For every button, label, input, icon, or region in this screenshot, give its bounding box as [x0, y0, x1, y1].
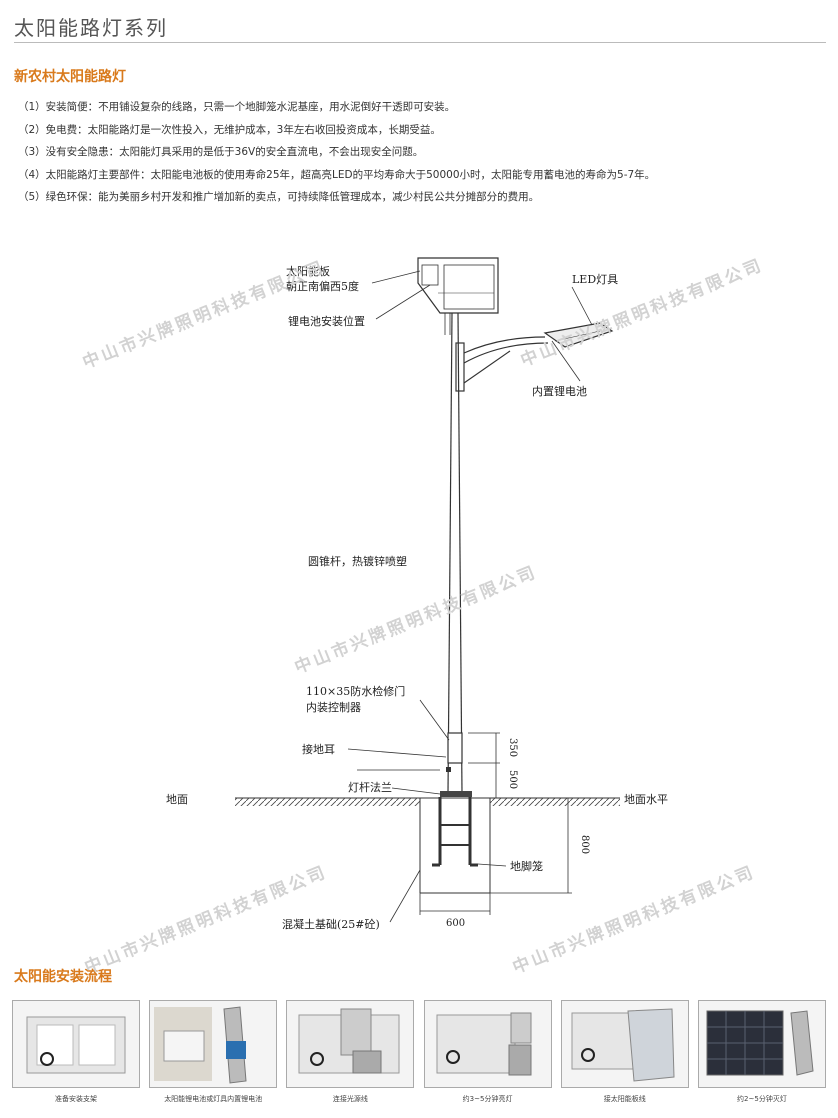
- step-caption: 准备安装支架: [55, 1095, 97, 1103]
- led-fixture: [543, 322, 614, 348]
- install-step: 准备安装支架: [12, 1000, 140, 1116]
- section-title-install-process: 太阳能安装流程: [14, 969, 112, 985]
- dim-800: 800: [579, 835, 590, 854]
- page-title: 太阳能路灯系列: [14, 16, 168, 40]
- step-caption: 接太阳能板线: [603, 1095, 646, 1103]
- dim-500: 500: [507, 770, 518, 789]
- label-foundation: 混凝土基础(25#砼): [282, 917, 380, 931]
- step-photo: [697, 1000, 826, 1088]
- access-door: [447, 732, 463, 764]
- label-builtin-battery: 内置锂电池: [532, 384, 587, 398]
- label-anchor-cage: 地脚笼: [510, 859, 543, 873]
- feature-item: （5）绿色环保：能为美丽乡村开发和推广增加新的卖点，可持续降低管理成本，减少村民…: [18, 191, 540, 203]
- label-panel-orientation: 朝正南偏西5度: [286, 279, 359, 293]
- install-step: 约2~5分钟灭灯: [697, 1000, 826, 1116]
- bracket-arm: [455, 336, 549, 392]
- feature-item: （3）没有安全隐患：太阳能灯具采用的是低于36V的安全直流电，不会出现安全问题。: [18, 146, 424, 158]
- feature-list: （1）安装简便：不用铺设复杂的线路，只需一个地脚笼水泥基座，用水泥倒好干透即可安…: [18, 96, 828, 209]
- step-photo: [12, 1000, 140, 1088]
- pole-flange: [440, 791, 472, 797]
- label-battery-position: 锂电池安装位置: [288, 314, 365, 328]
- dimension-lines: [419, 732, 572, 915]
- step-caption: 约2~5分钟灭灯: [737, 1095, 787, 1103]
- leader-lines: [347, 270, 593, 923]
- install-step: 太阳能锂电池或灯具内置锂电池: [149, 1000, 278, 1116]
- install-step: 接太阳能板线: [560, 1000, 689, 1116]
- ground-line: [235, 797, 620, 806]
- step-photo: [149, 1000, 278, 1088]
- label-pole: 圆锥杆，热镀锌喷塑: [308, 554, 407, 568]
- label-led-fixture: LED灯具: [572, 273, 618, 286]
- label-ground-ear: 接地耳: [302, 743, 335, 756]
- ground-ear-block: [446, 767, 451, 772]
- anchor-cage: [432, 797, 478, 867]
- pole: [444, 312, 463, 794]
- step-caption: 约3~5分钟亮灯: [462, 1095, 513, 1103]
- dim-600: 600: [446, 918, 465, 929]
- feature-item: （1）安装简便：不用铺设复杂的线路，只需一个地脚笼水泥基座，用水泥倒好干透即可安…: [18, 101, 456, 113]
- step-caption: 太阳能锂电池或灯具内置锂电池: [164, 1095, 263, 1103]
- install-step: 约3~5分钟亮灯: [423, 1000, 552, 1116]
- label-controller: 内装控制器: [306, 700, 361, 714]
- step-caption: 连接光源线: [332, 1095, 368, 1103]
- label-flange: 灯杆法兰: [348, 780, 392, 794]
- dim-350: 350: [507, 738, 518, 757]
- step-photo: [286, 1000, 415, 1088]
- concrete-foundation: [419, 798, 491, 894]
- label-ground: 地面: [166, 793, 188, 806]
- label-access-door: 110×35防水检修门: [306, 684, 405, 698]
- feature-item: （4）太阳能路灯主要部件：太阳能电池板的使用寿命25年，超高亮LED的平均寿命大…: [18, 168, 656, 181]
- solar-panel: [417, 257, 499, 314]
- section-title-rural-solar: 新农村太阳能路灯: [14, 69, 126, 85]
- step-photo: [423, 1000, 552, 1088]
- title-divider: [14, 42, 826, 43]
- label-solar-panel: 太阳能板: [286, 264, 330, 278]
- step-photo: [560, 1000, 689, 1088]
- street-light-diagram: 太阳能板 朝正南偏西5度 锂电池安装位置 LED灯具 内置锂电池 圆锥杆，热镀锌…: [166, 257, 668, 931]
- feature-item: （2）免电费：太阳能路灯是一次性投入，无维护成本，3年左右收回投资成本，长期受益…: [18, 123, 441, 136]
- install-steps: 准备安装支架 太阳能锂电池或灯具内置锂电池 连接光源线 约3~5分钟亮灯 接太阳…: [12, 1000, 826, 1116]
- label-ground-level: 地面水平: [624, 793, 668, 806]
- install-step: 连接光源线: [286, 1000, 415, 1116]
